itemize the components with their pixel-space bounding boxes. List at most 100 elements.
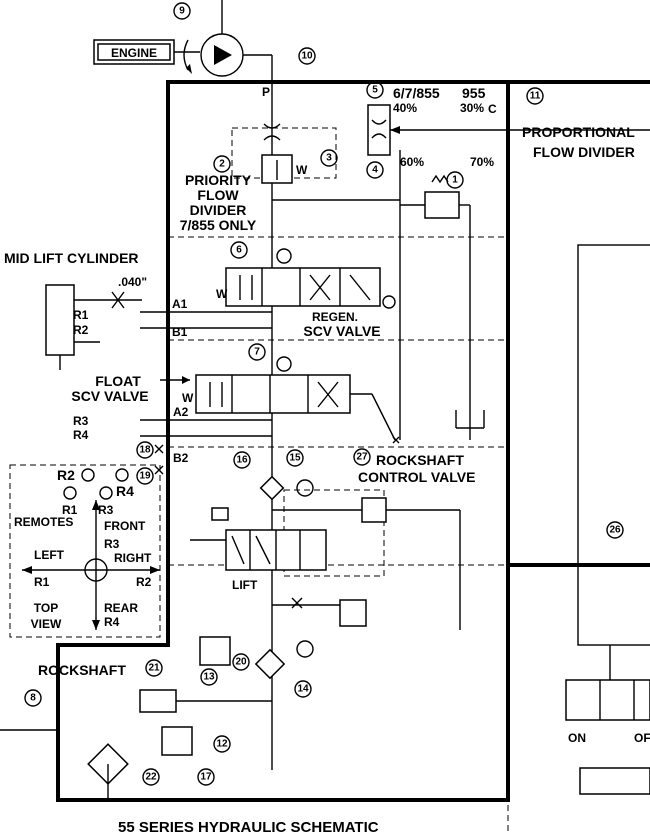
top-view-line1: TOP bbox=[34, 601, 58, 615]
svg-text:9: 9 bbox=[179, 6, 185, 17]
remote-r2-top: R2 bbox=[57, 467, 75, 483]
float-scv-label-line2: SCV VALVE bbox=[71, 388, 148, 404]
r3b-label: R3 bbox=[104, 537, 120, 551]
pct-label-d: 70% bbox=[470, 155, 494, 169]
model-label-a: 6/7/855 bbox=[393, 85, 440, 101]
rockshaft-label: ROCKSHAFT bbox=[38, 662, 126, 678]
engine-label: ENGINE bbox=[111, 46, 157, 60]
callout-18: 18 bbox=[136, 441, 154, 459]
svg-text:16: 16 bbox=[236, 455, 248, 466]
svg-text:19: 19 bbox=[139, 471, 151, 482]
callout-1: 1 bbox=[446, 171, 464, 189]
r4b-label: R4 bbox=[104, 615, 120, 629]
port-labels: A1 B1 A2 B2 R1 R2 R3 R4 bbox=[73, 297, 189, 465]
port-a2: A2 bbox=[173, 405, 189, 419]
schematic-title: 55 SERIES HYDRAULIC SCHEMATIC bbox=[118, 819, 379, 835]
svg-text:27: 27 bbox=[356, 452, 368, 463]
relief-valve bbox=[400, 174, 485, 440]
pressure-port-label: P bbox=[262, 85, 270, 99]
proportional-flow-divider-label-line1: PROPORTIONAL bbox=[522, 124, 635, 140]
remotes-top-view: R2 R4 R1 R3 REMOTES FRONT LEFT R3 RIGHT … bbox=[9, 464, 161, 638]
housing-outline bbox=[56, 80, 650, 835]
regen-scv-valve: W REGEN. SCV VALVE bbox=[216, 248, 396, 339]
priority-flow-divider-line4: 7/855 ONLY bbox=[180, 217, 257, 233]
port-a1: A1 bbox=[172, 297, 188, 311]
pct-label-b: 30% bbox=[460, 101, 484, 115]
rockshaft-control-valve: ROCKSHAFT CONTROL VALVE LIFT bbox=[211, 452, 475, 627]
right-housing: ON OF bbox=[565, 244, 650, 795]
hydraulic-pump bbox=[183, 0, 273, 80]
pct-label-a: 40% bbox=[393, 101, 417, 115]
priority-flow-divider-line1: PRIORITY bbox=[185, 172, 252, 188]
port-r4: R4 bbox=[73, 428, 89, 442]
callout-25: 26 bbox=[606, 521, 624, 539]
callout-4: 4 bbox=[366, 161, 384, 179]
svg-text:11: 11 bbox=[530, 91, 541, 102]
section-dividers bbox=[168, 127, 508, 577]
callout-14: 14 bbox=[294, 680, 312, 698]
svg-text:20: 20 bbox=[235, 657, 247, 668]
top-view-line2: VIEW bbox=[31, 617, 62, 631]
svg-text:15: 15 bbox=[289, 453, 301, 464]
port-r2: R2 bbox=[73, 323, 89, 337]
svg-text:W: W bbox=[216, 287, 228, 301]
callout-26: 27 bbox=[353, 448, 371, 466]
callout-17: 17 bbox=[197, 768, 215, 786]
svg-text:7: 7 bbox=[254, 347, 260, 358]
port-r1: R1 bbox=[73, 308, 89, 322]
svg-text:1: 1 bbox=[452, 175, 458, 186]
model-label-b: 955 bbox=[462, 85, 486, 101]
engine-block: ENGINE bbox=[93, 39, 200, 65]
orifice-label: .040" bbox=[118, 275, 147, 289]
svg-text:5: 5 bbox=[372, 85, 378, 96]
callout-16: 16 bbox=[233, 451, 251, 469]
svg-text:13: 13 bbox=[203, 672, 215, 683]
svg-text:14: 14 bbox=[297, 684, 309, 695]
svg-text:6: 6 bbox=[236, 245, 242, 256]
float-scv-label-line1: FLOAT bbox=[95, 373, 141, 389]
left-label: LEFT bbox=[34, 548, 65, 562]
mid-lift-cylinder: MID LIFT CYLINDER .040" bbox=[4, 250, 147, 370]
priority-flow-divider-line2: FLOW bbox=[197, 187, 239, 203]
proportional-flow-divider-label-line2: FLOW DIVIDER bbox=[533, 144, 635, 160]
callout-20: 20 bbox=[232, 653, 250, 671]
right-label: RIGHT bbox=[114, 551, 152, 565]
port-c-label: C bbox=[488, 102, 497, 116]
mid-lift-cylinder-label: MID LIFT CYLINDER bbox=[4, 250, 139, 266]
svg-text:22: 22 bbox=[145, 772, 157, 783]
regen-scv-label-line2: SCV VALVE bbox=[303, 323, 380, 339]
callout-10: 10 bbox=[298, 47, 316, 65]
callout-13: 13 bbox=[200, 668, 218, 686]
r1b-label: R1 bbox=[34, 575, 50, 589]
rockshaft-control-valve-line2: CONTROL VALVE bbox=[358, 469, 475, 485]
svg-text:3: 3 bbox=[326, 153, 332, 164]
callout-2: 2 bbox=[213, 155, 231, 173]
svg-text:26: 26 bbox=[609, 525, 621, 536]
svg-text:2: 2 bbox=[219, 159, 225, 170]
priority-flow-divider-line3: DIVIDER bbox=[190, 202, 247, 218]
remote-r3-top: R3 bbox=[98, 503, 114, 517]
off-label: OF bbox=[634, 731, 650, 745]
r2b-label: R2 bbox=[136, 575, 152, 589]
remotes-label: REMOTES bbox=[14, 515, 73, 529]
svg-text:W: W bbox=[182, 391, 194, 405]
lift-label: LIFT bbox=[232, 578, 258, 592]
svg-text:10: 10 bbox=[301, 51, 313, 62]
rockshaft-section: ROCKSHAFT bbox=[0, 636, 286, 800]
regen-scv-label-line1: REGEN. bbox=[312, 310, 358, 324]
pct-label-c: 60% bbox=[400, 155, 424, 169]
svg-text:4: 4 bbox=[372, 165, 378, 176]
callout-6: 6 bbox=[230, 241, 248, 259]
callout-7: 7 bbox=[248, 343, 266, 361]
callout-5: 5 bbox=[366, 81, 384, 99]
callout-11: 11 bbox=[526, 87, 544, 105]
callout-27b bbox=[296, 640, 314, 658]
svg-text:W: W bbox=[296, 163, 308, 177]
callouts: 9 10 5 11 2 3 4 1 6 7 18 19 16 15 27 26 … bbox=[24, 2, 624, 786]
callout-12: 12 bbox=[213, 735, 231, 753]
callout-22: 22 bbox=[142, 768, 160, 786]
rockshaft-control-valve-line1: ROCKSHAFT bbox=[376, 452, 464, 468]
remote-r1-top: R1 bbox=[62, 503, 78, 517]
port-b2: B2 bbox=[173, 451, 189, 465]
